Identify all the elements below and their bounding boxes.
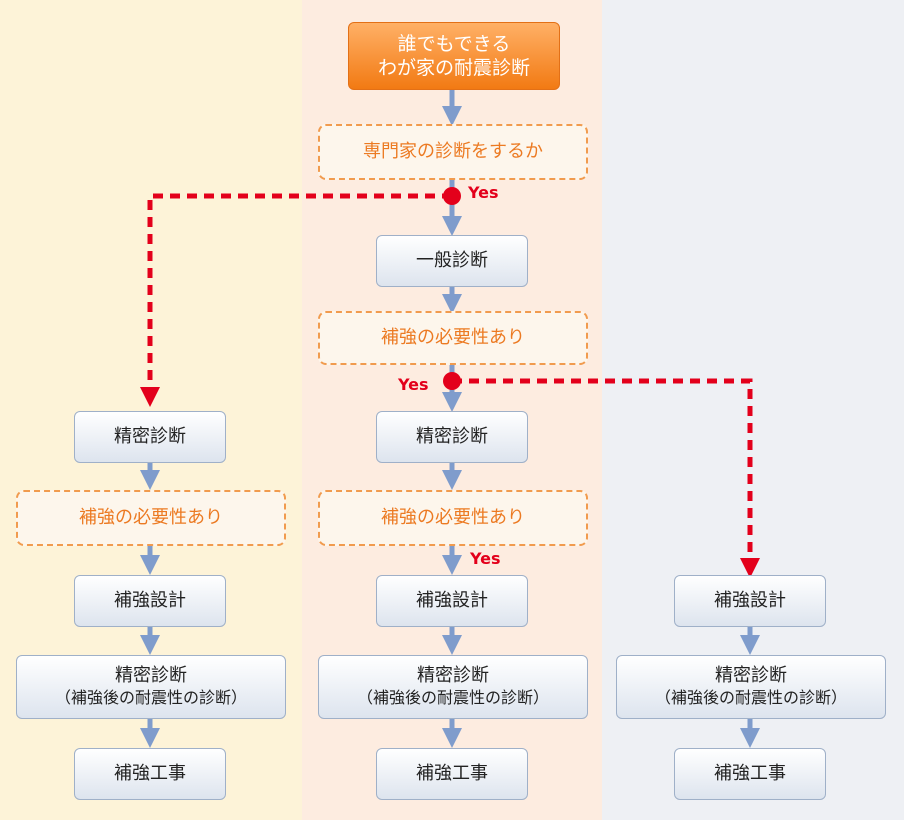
- question-reinforce-needed-left: 補強の必要性あり: [16, 490, 286, 546]
- branch-dot-top: [443, 187, 461, 205]
- post-diagnosis-subtitle: （補強後の耐震性の診断）: [54, 688, 247, 707]
- reinforcement-design-center: 補強設計: [376, 575, 528, 627]
- detailed-diagnosis-label: 精密診断: [114, 426, 186, 447]
- branch-left-dashed: [140, 193, 452, 407]
- post-reinforcement-diagnosis-left: 精密診断 （補強後の耐震性の診断）: [16, 655, 286, 719]
- reinforcement-work-right: 補強工事: [674, 748, 826, 800]
- question-reinforce-needed-center-1: 補強の必要性あり: [318, 311, 588, 365]
- question-reinforce-needed-center-2: 補強の必要性あり: [318, 490, 588, 546]
- question-reinforce-label: 補強の必要性あり: [79, 507, 223, 528]
- branch-dot-middle: [443, 372, 461, 390]
- yes-label-middle: Yes: [398, 375, 429, 394]
- detailed-diagnosis-left: 精密診断: [74, 411, 226, 463]
- reinforcement-work-left: 補強工事: [74, 748, 226, 800]
- reinforcement-design-left: 補強設計: [74, 575, 226, 627]
- start-box: 誰でもできる わが家の耐震診断: [348, 22, 560, 90]
- reinforcement-work-label: 補強工事: [114, 763, 186, 784]
- question-reinforce-label: 補強の必要性あり: [381, 507, 525, 528]
- reinforcement-design-label: 補強設計: [114, 590, 186, 611]
- reinforcement-design-label: 補強設計: [714, 590, 786, 611]
- reinforcement-design-right: 補強設計: [674, 575, 826, 627]
- post-diagnosis-subtitle: （補強後の耐震性の診断）: [356, 688, 549, 707]
- post-diagnosis-title: 精密診断: [715, 665, 787, 686]
- post-reinforcement-diagnosis-center: 精密診断 （補強後の耐震性の診断）: [318, 655, 588, 719]
- post-diagnosis-subtitle: （補強後の耐震性の診断）: [654, 688, 847, 707]
- start-line-2: わが家の耐震診断: [377, 57, 530, 79]
- question-reinforce-label: 補強の必要性あり: [381, 327, 525, 348]
- reinforcement-design-label: 補強設計: [416, 590, 488, 611]
- branch-right-dashed: [452, 378, 760, 578]
- question-expert-label: 専門家の診断をするか: [363, 141, 543, 162]
- start-line-1: 誰でもできる: [397, 33, 511, 55]
- general-diagnosis-box: 一般診断: [376, 235, 528, 287]
- yes-label-top: Yes: [468, 183, 499, 202]
- reinforcement-work-label: 補強工事: [416, 763, 488, 784]
- question-expert-diagnosis: 専門家の診断をするか: [318, 124, 588, 180]
- reinforcement-work-center: 補強工事: [376, 748, 528, 800]
- post-diagnosis-title: 精密診断: [115, 665, 187, 686]
- reinforcement-work-label: 補強工事: [714, 763, 786, 784]
- post-diagnosis-title: 精密診断: [417, 665, 489, 686]
- post-reinforcement-diagnosis-right: 精密診断 （補強後の耐震性の診断）: [616, 655, 886, 719]
- general-diagnosis-label: 一般診断: [416, 250, 488, 271]
- detailed-diagnosis-center: 精密診断: [376, 411, 528, 463]
- detailed-diagnosis-label: 精密診断: [416, 426, 488, 447]
- yes-label-bottom: Yes: [470, 549, 501, 568]
